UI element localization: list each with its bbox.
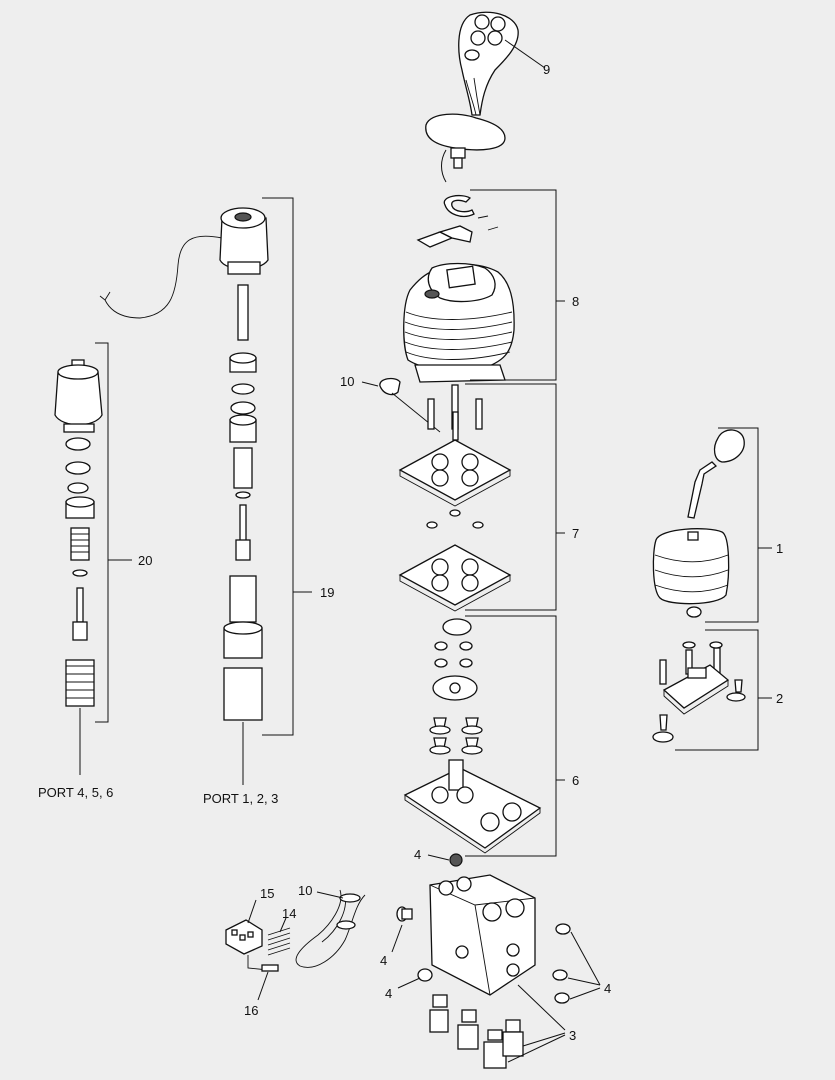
callout-19: 19 bbox=[320, 585, 334, 600]
cartridge-20 bbox=[54, 359, 103, 775]
callout-15: 15 bbox=[260, 886, 274, 901]
plug-lower-left bbox=[417, 968, 433, 982]
lever-assembly bbox=[652, 429, 745, 618]
port-label-left: PORT 4, 5, 6 bbox=[38, 785, 113, 800]
callout-6: 6 bbox=[572, 773, 579, 788]
callout-20: 20 bbox=[138, 553, 152, 568]
bracket-assembly bbox=[652, 641, 746, 743]
callout-4-top: 4 bbox=[414, 847, 421, 862]
valve-body bbox=[429, 853, 536, 996]
plugs-right bbox=[552, 923, 571, 1004]
callout-10-upper: 10 bbox=[340, 374, 354, 389]
callout-3: 3 bbox=[569, 1028, 576, 1043]
callout-4-mid-left: 4 bbox=[380, 953, 387, 968]
plug-left bbox=[396, 906, 413, 922]
callout-8: 8 bbox=[572, 294, 579, 309]
connector-harness bbox=[225, 889, 366, 972]
base-plate-assembly bbox=[403, 618, 542, 854]
callout-16: 16 bbox=[244, 1003, 258, 1018]
callout-4-lower-left: 4 bbox=[385, 986, 392, 1001]
joystick-handle bbox=[425, 11, 546, 183]
callout-9: 9 bbox=[543, 62, 550, 77]
cartridge-19 bbox=[99, 207, 269, 785]
callout-10-lower: 10 bbox=[298, 883, 312, 898]
callout-14: 14 bbox=[282, 906, 296, 921]
port-label-right: PORT 1, 2, 3 bbox=[203, 791, 278, 806]
callout-2: 2 bbox=[776, 691, 783, 706]
callout-7: 7 bbox=[572, 526, 579, 541]
callout-4-right: 4 bbox=[604, 981, 611, 996]
callout-1: 1 bbox=[776, 541, 783, 556]
boot-assembly bbox=[403, 194, 515, 383]
port-fittings bbox=[429, 994, 524, 1069]
plate-assembly bbox=[398, 384, 512, 612]
